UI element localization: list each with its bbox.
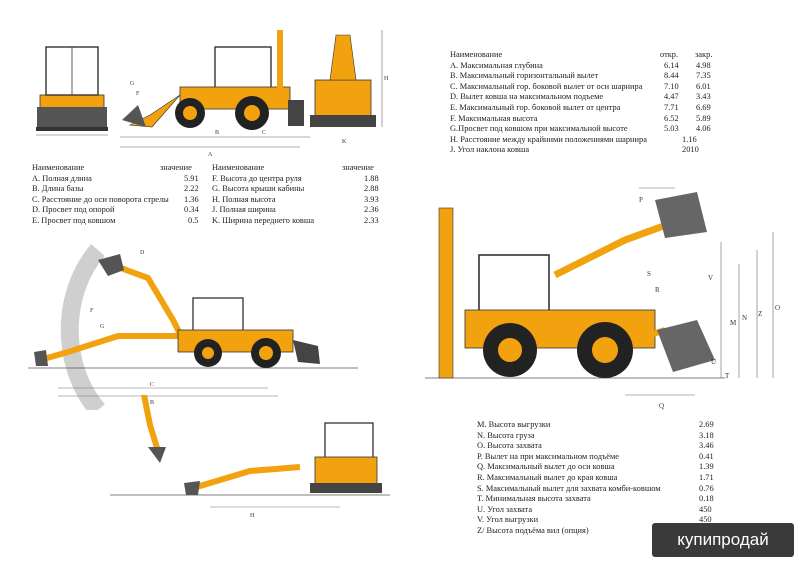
col-header-name: Наименование xyxy=(32,163,85,172)
dim-label-f: F xyxy=(90,308,94,314)
table-row: U. Угол захвата 450 xyxy=(477,504,712,514)
backhoe-reach-table: Наименование откр. закр. A. Максимальная… xyxy=(450,50,722,156)
watermark-badge: купипродай xyxy=(652,523,794,557)
col-header-value: значение xyxy=(160,163,192,172)
dim-label-r: R xyxy=(655,286,660,294)
table-row: A. Максимальная глубина 6.14 4.98 xyxy=(450,60,711,70)
table-row: F. Высота до центра руля 1.88 xyxy=(212,173,379,183)
col-header-name: Наименование xyxy=(450,50,503,59)
table-row: F. Максимальная высота 6.52 5.89 xyxy=(450,113,711,123)
table-row: G.Просвет под ковшом при максимальной вы… xyxy=(450,124,711,134)
dig-depth-diagram: A H xyxy=(110,395,390,519)
table-row: T. Минимальная высота захвата 0.18 xyxy=(477,494,714,504)
dim-label-c: C xyxy=(150,382,154,388)
dim-label-g: G xyxy=(130,81,135,87)
table-row: D. Вылет ковша на максимальном подъеме 4… xyxy=(450,92,711,102)
table-row: P. Вылет на при максимальном подъёме 0.4… xyxy=(477,451,714,461)
table-row: N. Высота груза 3.18 xyxy=(477,430,714,440)
dim-label-k: K xyxy=(342,139,347,145)
dim-label-b: B xyxy=(215,130,219,136)
dim-label-b: B xyxy=(150,400,154,406)
table-row: H. Расстояние между крайними положениями… xyxy=(450,134,697,144)
table-row: S. Максимальный вылет для захвата комби-… xyxy=(477,483,714,493)
loader-reach-diagram: P S R V M N Z O U T Q xyxy=(425,187,780,410)
table-row: V. Угол выгрузки 450 xyxy=(477,515,712,525)
table-row: J. Угол наклона ковша 2010 xyxy=(450,145,699,155)
col-header-closed: закр. xyxy=(695,50,713,59)
front-view-drawing xyxy=(36,46,108,136)
side-view-drawing: B C A G F xyxy=(120,30,310,158)
dim-label-t: T xyxy=(725,372,730,380)
table-row: H. Полная высота 3.93 xyxy=(212,194,379,204)
dim-label-s: S xyxy=(647,270,651,278)
table-row: G. Высота крыши кабины 2.88 xyxy=(212,184,379,194)
base-dimensions-table: Наименование значение A. Полная длина 5.… xyxy=(32,163,202,227)
dim-label-q: Q xyxy=(659,402,664,410)
dim-label-g: G xyxy=(100,324,105,330)
dim-label-c: C xyxy=(262,130,266,136)
col-header-open: откр. xyxy=(660,50,679,59)
loader-dimensions-table: M. Высота выгрузки 2.69 N. Высота груза … xyxy=(477,420,722,537)
table-row: E. Просвет под ковшом 0.5 xyxy=(32,215,199,225)
table-row: E. Максимальный гор. боковой вылет от це… xyxy=(450,102,711,112)
dim-label-n: N xyxy=(742,314,747,322)
table-row: C. Максимальный гор. боковой вылет от ос… xyxy=(450,81,711,91)
dim-label-u: U xyxy=(711,358,716,366)
dim-label-m: M xyxy=(730,319,737,327)
table-row: A. Полная длина 5.91 xyxy=(32,173,199,183)
table-row: Z/ Высота подъёма вил (опция) xyxy=(477,525,589,535)
dim-label-a: A xyxy=(208,152,213,158)
dim-label-z: Z xyxy=(758,310,762,318)
dim-label-d: D xyxy=(140,250,145,256)
table-row: O. Высота захвата 3.46 xyxy=(477,441,714,451)
table-row: Q. Максимальный вылет до оси ковша 1.39 xyxy=(477,462,714,472)
dim-label-h: H xyxy=(384,76,389,82)
col-header-value: значение xyxy=(342,163,374,172)
dim-label-v: V xyxy=(708,274,713,282)
table-row: K. Ширина переднего ковша 2.33 xyxy=(212,215,379,225)
col-header-name: Наименование xyxy=(212,163,265,172)
machine-views-top: B C A G F H K xyxy=(36,30,389,158)
height-dimensions-table: Наименование значение F. Высота до центр… xyxy=(212,163,384,227)
table-row: R. Максимальный вылет до края ковша 1.71 xyxy=(477,472,714,482)
rear-view-drawing: H K xyxy=(310,30,389,145)
table-row: B. Максимальный горизонтальный вылет 8.4… xyxy=(450,71,711,81)
table-row: B. Длина базы 2.22 xyxy=(32,184,199,194)
table-row: M. Высота выгрузки 2.69 xyxy=(477,420,714,429)
dim-label-h: H xyxy=(250,513,255,519)
table-row: D. Просвет под опорой 0.34 xyxy=(32,205,199,215)
table-row: J. Полная ширина 2.36 xyxy=(212,205,379,215)
dim-label-p: P xyxy=(639,196,643,204)
backhoe-reach-diagram: D F G C B xyxy=(28,244,358,410)
dim-label-f: F xyxy=(136,91,140,97)
table-row: C. Расстояние до оси поворота стрелы 1.3… xyxy=(32,194,199,204)
dim-label-o: O xyxy=(775,304,780,312)
